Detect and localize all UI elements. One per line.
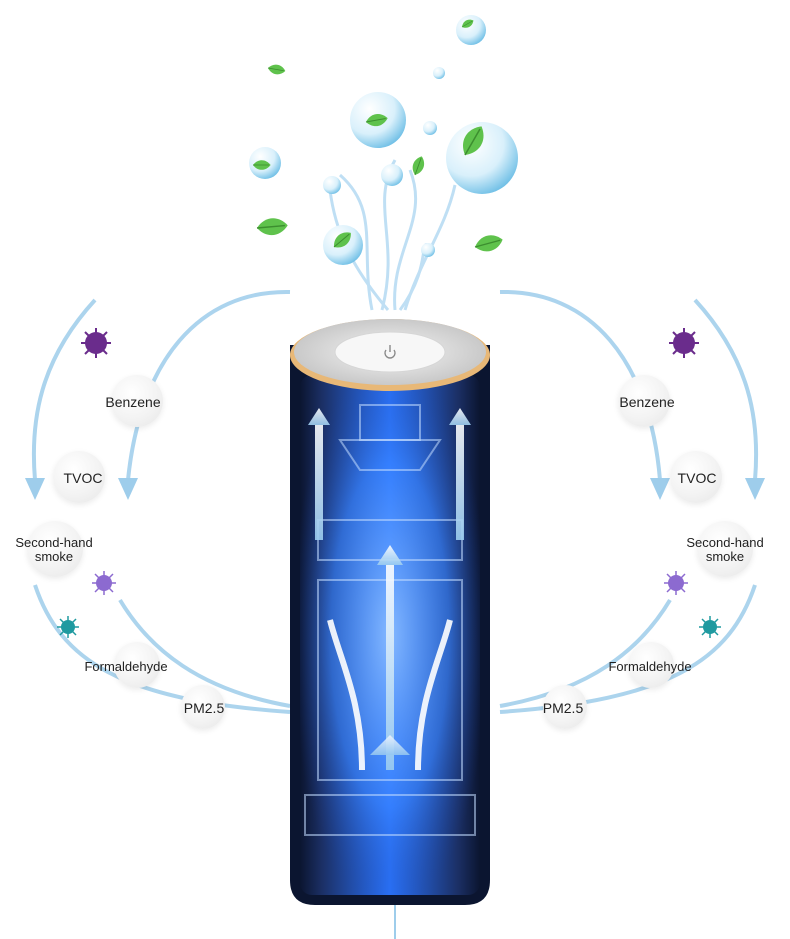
purifier-body [290,345,490,905]
label-formaldehyde-left: Formaldehyde [84,659,168,674]
label-bubble [114,642,160,688]
label-smoke-right: Second-hand smoke [686,535,764,564]
virus-icon [57,328,721,638]
airflow-arrow-icon [25,478,45,500]
label-benzene-right: Benzene [619,394,675,410]
label-bubble [543,685,587,729]
label-bubble [27,521,83,577]
airflow-arrow-icon [118,478,138,500]
power-icon[interactable] [384,345,396,359]
label-bubble [670,451,722,503]
airflow-arrow-left [31,289,291,714]
label-formaldehyde-right: Formaldehyde [608,659,692,674]
label-benzene-left: Benzene [105,394,161,410]
airflow-arrow-icon [650,478,670,500]
label-bubble [628,642,674,688]
label-smoke-left: Second-hand smoke [15,535,93,564]
label-bubble [53,451,105,503]
label-bubble [618,375,670,427]
airflow-arrow-right [499,289,759,714]
label-bubble [111,375,163,427]
label-pm25-right: PM2.5 [542,700,584,716]
label-pm25-left: PM2.5 [183,700,225,716]
label-bubble [697,521,753,577]
label-tvoc-left: TVOC [63,470,103,486]
label-bubble [181,685,225,729]
label-tvoc-right: TVOC [677,470,717,486]
airflow-arrow-icon [745,478,765,500]
purifier-top-cap [290,319,490,391]
